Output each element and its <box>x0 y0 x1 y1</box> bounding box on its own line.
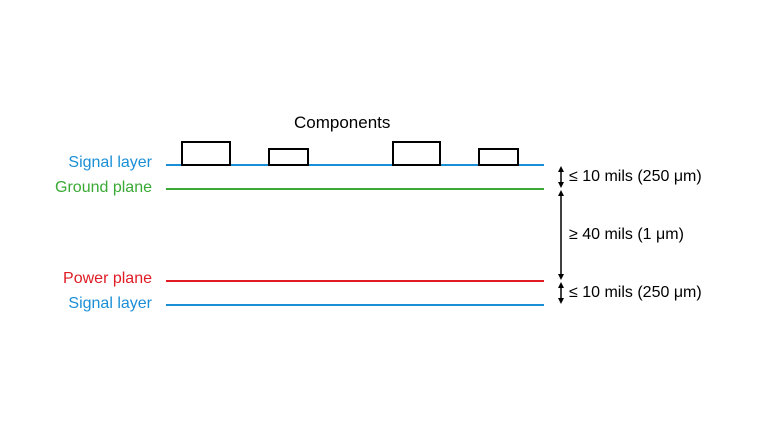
dimension-arrow-middle <box>558 190 564 280</box>
dimension-label-bottom: ≤ 10 mils (250 μm) <box>569 284 702 301</box>
component-3 <box>392 141 441 166</box>
component-2 <box>268 148 309 166</box>
signal-layer-top-label: Signal layer <box>68 154 152 171</box>
dimension-label-middle: ≥ 40 mils (1 μm) <box>569 226 684 243</box>
component-1 <box>181 141 231 166</box>
ground-plane-label: Ground plane <box>55 179 152 196</box>
signal-layer-bottom-label: Signal layer <box>68 295 152 312</box>
components-title: Components <box>294 113 391 132</box>
dimension-arrow-top <box>558 166 564 188</box>
power-plane-label: Power plane <box>63 270 152 287</box>
component-4 <box>478 148 519 166</box>
dimension-label-top: ≤ 10 mils (250 μm) <box>569 168 702 185</box>
dimension-arrow-bottom <box>558 282 564 304</box>
